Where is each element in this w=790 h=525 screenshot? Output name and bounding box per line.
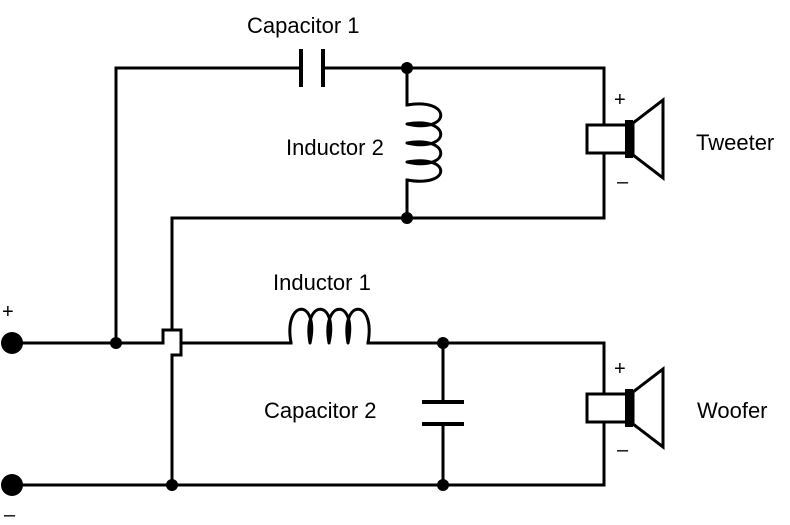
junction-dot bbox=[401, 62, 413, 74]
junction-dot bbox=[437, 479, 449, 491]
junction-dot bbox=[110, 337, 122, 349]
input-positive-sign: + bbox=[2, 301, 14, 323]
inductor-2 bbox=[405, 102, 443, 183]
woofer-return-wire bbox=[10, 420, 606, 487]
inductor-1 bbox=[288, 307, 371, 345]
woofer-top-wire bbox=[366, 341, 606, 396]
tweeter-return-wire bbox=[170, 150, 606, 332]
junction-dot bbox=[166, 479, 178, 491]
capacitor-1 bbox=[299, 49, 325, 87]
tweeter-plus-sign: + bbox=[614, 89, 626, 111]
tweeter-feed-wire bbox=[114, 66, 302, 345]
tweeter-label: Tweeter bbox=[696, 130, 774, 155]
capacitor-1-label: Capacitor 1 bbox=[247, 13, 360, 38]
junction-dot bbox=[401, 212, 413, 224]
capacitor-2 bbox=[422, 400, 464, 426]
wire-crossover-hop bbox=[161, 328, 183, 487]
junction-dot bbox=[437, 337, 449, 349]
woofer-minus-sign: – bbox=[617, 439, 629, 461]
woofer-label: Woofer bbox=[697, 398, 768, 423]
tweeter-minus-sign: – bbox=[617, 171, 629, 193]
input-negative-sign: – bbox=[4, 504, 16, 525]
inductor-1-label: Inductor 1 bbox=[273, 270, 371, 295]
inductor-2-label: Inductor 2 bbox=[286, 135, 384, 160]
woofer-speaker-icon bbox=[585, 365, 665, 451]
capacitor-2-label: Capacitor 2 bbox=[264, 398, 377, 423]
tweeter-speaker-icon bbox=[585, 96, 665, 182]
tweeter-top-wire bbox=[322, 66, 606, 127]
woofer-plus-sign: + bbox=[614, 358, 626, 380]
